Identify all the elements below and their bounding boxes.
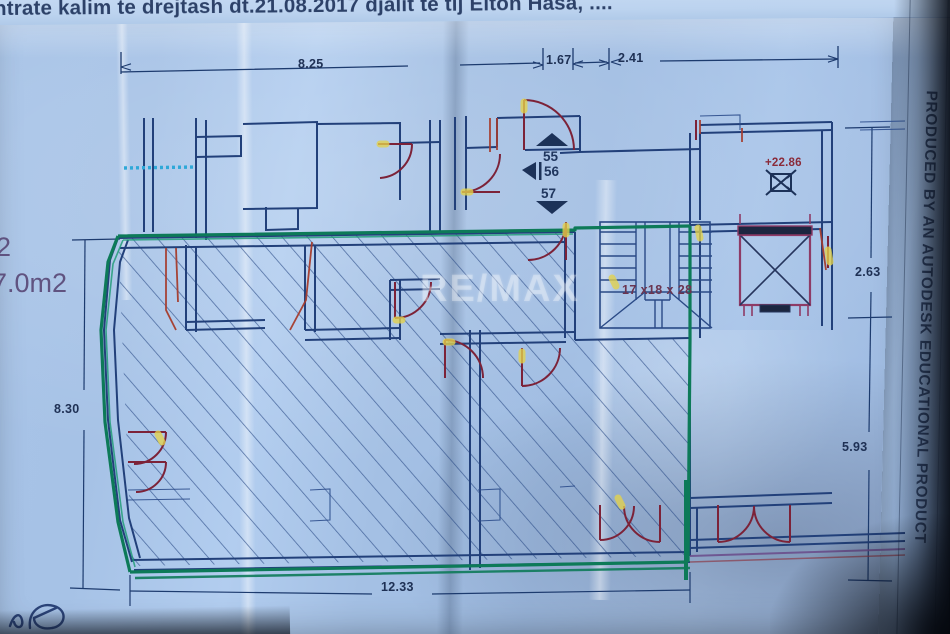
apartment-boundary-inner	[105, 233, 574, 568]
stair-note-label: 17 x18 x 28	[622, 283, 693, 297]
boundary-lower-run	[134, 566, 691, 580]
photo-shadow-bottom-right	[770, 514, 950, 634]
area-label-line-1: 2	[0, 232, 12, 262]
red-detail-marks	[165, 118, 827, 331]
building-walls	[102, 115, 906, 571]
dimension-line-top	[120, 46, 839, 74]
elevator-shaft	[737, 214, 813, 316]
dimension-top-8-25: 8.25	[298, 57, 324, 71]
dimension-line-bottom	[129, 572, 691, 606]
arrow-down-57	[536, 201, 568, 214]
apartment-hatch-fill	[118, 232, 690, 566]
elevation-symbol	[765, 169, 797, 196]
room-number-57: 57	[541, 186, 557, 201]
window-element	[123, 165, 197, 170]
dimension-line-left	[69, 238, 121, 591]
dimension-top-2-41: 2.41	[618, 51, 644, 65]
highlight-marks	[154, 98, 834, 510]
apartment-boundary-outline	[99, 224, 692, 574]
dimension-right-5-93: 5.93	[842, 440, 868, 454]
dimension-bottom-12-33: 12.33	[381, 580, 414, 594]
area-label-line-2: 7.0m2	[0, 268, 68, 298]
room-number-55: 55	[543, 149, 559, 164]
dimension-top-1-67: 1.67	[546, 53, 572, 67]
room-number-56: 56	[544, 164, 560, 179]
elevation-label: +22.86	[765, 157, 802, 169]
arrow-up-55	[536, 133, 568, 146]
dimension-right-2-63: 2.63	[855, 265, 881, 279]
staircase	[599, 221, 713, 329]
photo-shadow-bottom-left	[0, 605, 291, 634]
dimension-line-right	[844, 126, 893, 582]
direction-arrows	[522, 133, 568, 214]
arrow-left-56	[522, 162, 536, 180]
dimension-left-8-30: 8.30	[54, 402, 80, 416]
